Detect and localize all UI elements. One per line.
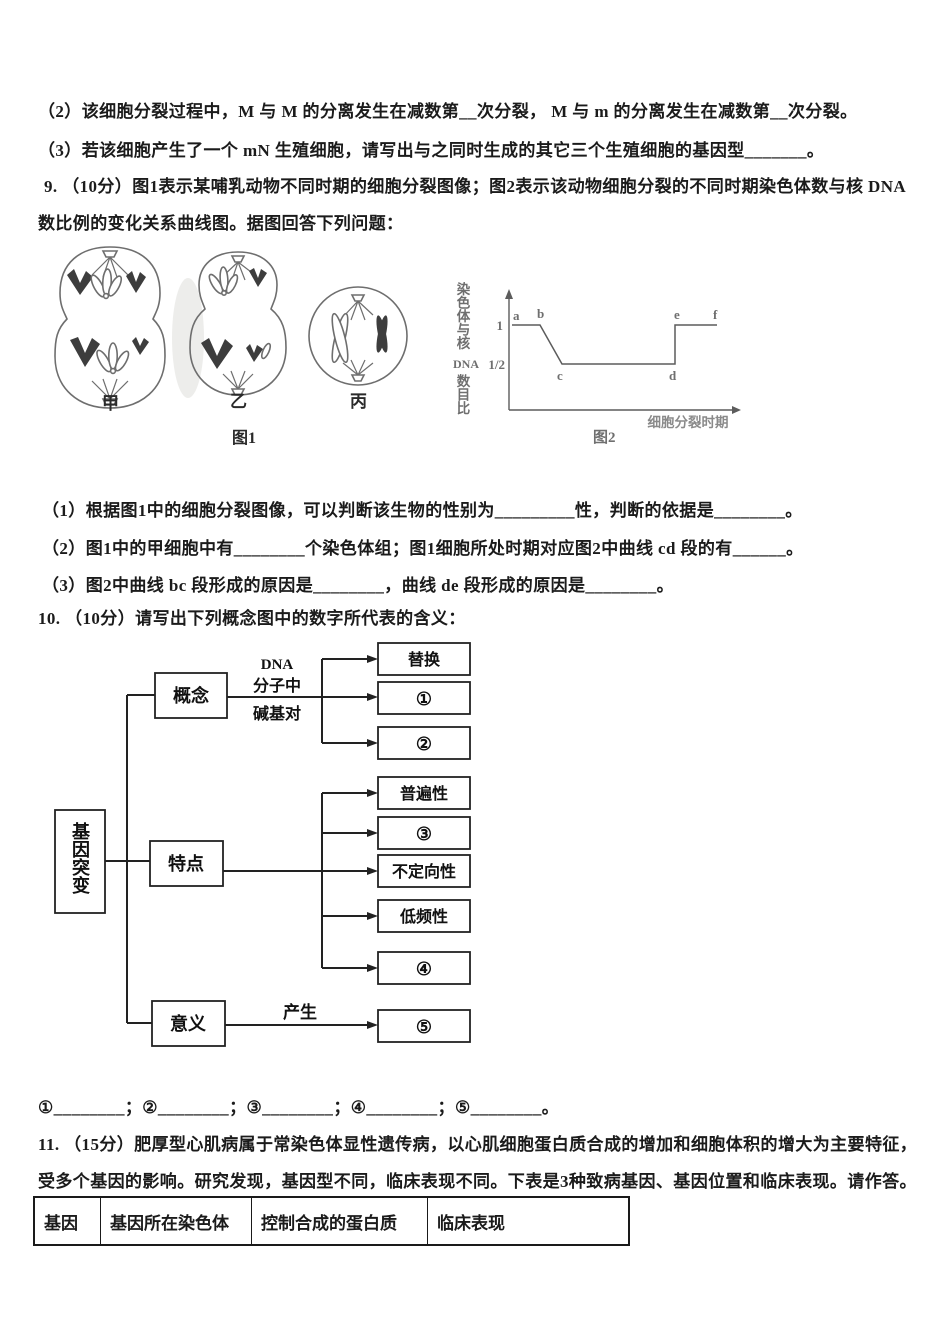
edge-label-dna: DNA <box>261 657 294 673</box>
table-header-protein: 控制合成的蛋白质 <box>251 1198 427 1244</box>
edge-label-chansheng: 产生 <box>283 1002 317 1022</box>
chart-axes <box>505 289 741 414</box>
root-label: 基因突变 <box>70 821 91 895</box>
q11-stem-line1: 11. （15分）肥厚型心肌病属于常染色体显性遗传病，以心肌细胞蛋白质合成的增加… <box>38 1135 918 1154</box>
cell-jia-label: 甲 <box>102 394 119 413</box>
branch-feature-label: 特点 <box>168 853 204 874</box>
q8-part2-text: （2）该细胞分裂过程中，M 与 M 的分离发生在减数第__次分裂， M 与 m … <box>38 102 858 121</box>
leaf-label-tihuan: 替换 <box>408 650 441 669</box>
svg-text:b: b <box>537 306 544 321</box>
leaf-label-dipin: 低频性 <box>399 907 448 926</box>
q9-stem-line2: 数比例的变化关系曲线图。据图回答下列问题： <box>38 214 404 233</box>
leaf-label-4: ④ <box>416 959 432 979</box>
svg-text:染色体与核: 染色体与核 <box>455 281 471 351</box>
branch-concept-label: 概念 <box>173 685 209 706</box>
chart-line <box>512 324 717 365</box>
q8-part3-text: （3）若该细胞产生了一个 mN 生殖细胞，请写出与之同时生成的其它三个生殖细胞的… <box>38 141 825 160</box>
leaf-box-1 <box>377 681 471 715</box>
leaf-label-2: ② <box>416 734 432 754</box>
figure-2-caption: 图2 <box>593 429 616 446</box>
edge-label-jianjidui: 碱基对 <box>253 704 301 723</box>
table-header-clinical: 临床表现 <box>427 1198 628 1244</box>
chart-point-labels: a b c d e f <box>513 306 718 383</box>
q11-stem-line2: 受多个基因的影响。研究发现，基因型不同，临床表现不同。下表是3种致病基因、基因位… <box>38 1172 917 1191</box>
table-header-chromosome: 基因所在染色体 <box>100 1198 251 1244</box>
q9-sub3-text: （3）图2中曲线 bc 段形成的原因是________，曲线 de 段形成的原因… <box>42 576 674 595</box>
leaf-label-5: ⑤ <box>416 1017 432 1037</box>
root-bracket <box>105 694 155 1024</box>
cell-bing <box>308 286 408 386</box>
svg-text:1: 1 <box>497 318 504 333</box>
svg-text:e: e <box>674 307 680 322</box>
feature-branch-lines <box>223 792 368 969</box>
leaf-box-5 <box>377 1009 471 1043</box>
concept-map-gene-mutation: 基因突变 概念 特点 意义 DNA 分子中 碱基对 产生 替换 ① ② 普遍性 … <box>54 642 471 1047</box>
svg-text:DNA: DNA <box>453 357 479 371</box>
q9-sub1-text: （1）根据图1中的细胞分裂图像，可以判断该生物的性别为_________性，判断… <box>42 501 803 520</box>
concept-branch-lines <box>227 658 368 744</box>
svg-text:数目比: 数目比 <box>455 373 471 416</box>
svg-text:d: d <box>669 368 677 383</box>
chart-x-axis-label: 细胞分裂时期 <box>648 414 729 430</box>
arrowheads <box>367 655 378 1029</box>
q10-blanks-line: ①________；②________；③________；④________；… <box>38 1098 560 1117</box>
figure-1-caption: 图1 <box>232 429 256 447</box>
leaf-label-budingxiang: 不定向性 <box>392 862 456 881</box>
svg-text:1/2: 1/2 <box>488 357 505 372</box>
svg-text:a: a <box>513 308 520 323</box>
edge-label-fenzizhong: 分子中 <box>253 676 301 695</box>
branch-feature-box <box>149 840 224 887</box>
svg-text:f: f <box>713 307 718 322</box>
leaf-label-1: ① <box>416 689 432 709</box>
cell-bing-label: 丙 <box>350 392 367 411</box>
leaf-label-3: ③ <box>416 824 432 844</box>
figure-2-chart: 染色体与核 DNA 数目比 1 1/2 a b c d e f 细胞分裂时期 图… <box>453 281 741 446</box>
branch-meaning-label: 意义 <box>170 1013 206 1034</box>
q9-stem-line1: 9. （10分）图1表示某哺乳动物不同时期的细胞分裂图像；图2表示该动物细胞分裂… <box>44 177 907 196</box>
cell-yi <box>189 251 287 396</box>
scan-smudge <box>172 278 204 398</box>
cell-jia <box>54 246 166 409</box>
svg-text:c: c <box>557 368 563 383</box>
chart-ticks: 1 1/2 <box>488 318 505 372</box>
cell-yi-label: 乙 <box>230 392 247 411</box>
figure-1-cell-division: 甲 乙 丙 图1 <box>54 246 408 447</box>
table-header-gene: 基因 <box>44 1213 78 1233</box>
q9-sub2-text: （2）图1中的甲细胞中有________个染色体组；图1细胞所处时期对应图2中曲… <box>42 539 804 558</box>
chart-y-axis-label: 染色体与核 DNA 数目比 <box>453 281 479 416</box>
q11-table: 基因 基因所在染色体 控制合成的蛋白质 临床表现 <box>33 1196 630 1246</box>
q10-stem-text: 10. （10分）请写出下列概念图中的数字所代表的含义： <box>38 609 466 628</box>
leaf-label-pubian: 普遍性 <box>400 784 448 803</box>
